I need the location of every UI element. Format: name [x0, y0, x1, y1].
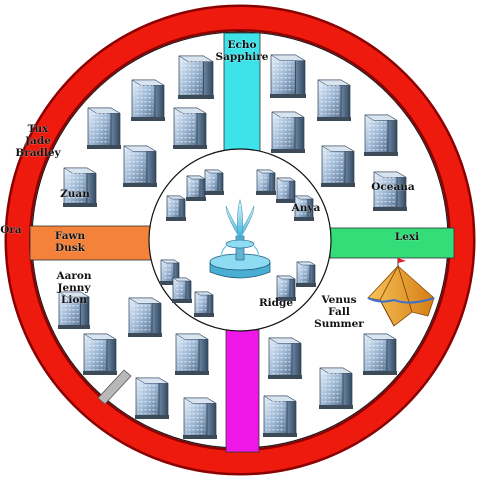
pipe-icon: [97, 369, 132, 405]
north-road-label: Echo Sapphire: [214, 39, 270, 63]
sw-name-2: Jenny: [57, 282, 91, 294]
office-building-icon: [172, 277, 192, 303]
office-building-icon: [294, 195, 314, 221]
east-district-label: Oceana: [368, 181, 418, 193]
se-name-1: Venus: [321, 294, 357, 306]
office-building-icon: [63, 167, 97, 207]
north-road: [223, 32, 261, 162]
plaza-se-label: Ridge: [256, 297, 296, 309]
west-district-name: Zuan: [60, 188, 90, 200]
south-road: [225, 329, 260, 453]
nw-name-1: Tux: [27, 123, 49, 135]
se-name-3: Summer: [314, 318, 364, 330]
office-building-icon: [363, 333, 397, 375]
office-building-icon: [263, 395, 297, 437]
west-road-label: Fawn Dusk: [50, 230, 90, 254]
plaza-ne-name: Anya: [291, 202, 321, 214]
circus-tent-icon: [367, 258, 435, 327]
office-building-icon: [160, 259, 180, 285]
office-building-icon: [128, 297, 162, 337]
west-road-name-2: Dusk: [55, 242, 85, 254]
office-building-icon: [204, 169, 224, 195]
fountain-icon: [209, 198, 271, 279]
nw-name-2: Jade: [25, 135, 51, 147]
office-building-icon: [373, 171, 407, 211]
se-group-label: Venus Fall Summer: [313, 294, 365, 330]
office-building-icon: [178, 55, 214, 99]
sw-name-1: Aaron: [56, 270, 92, 282]
office-building-icon: [317, 79, 351, 121]
plaza-se-name: Ridge: [258, 297, 294, 309]
office-building-icon: [131, 79, 165, 121]
office-building-icon: [175, 333, 209, 375]
office-building-icon: [268, 337, 302, 379]
east-road-name: Lexi: [394, 231, 420, 243]
office-building-icon: [319, 367, 353, 409]
office-building-icon: [58, 291, 90, 329]
nw-group-label: Tux Jade Bradley: [14, 123, 62, 159]
west-edge-label: Ora: [0, 224, 22, 236]
east-district-name: Oceana: [371, 181, 415, 193]
buildings-layer: [58, 54, 407, 439]
office-building-icon: [123, 145, 157, 187]
office-building-icon: [364, 114, 398, 156]
west-edge-name: Ora: [0, 224, 22, 236]
office-building-icon: [276, 275, 296, 301]
plaza-ne-label: Anya: [288, 202, 324, 214]
office-building-icon: [186, 175, 206, 201]
west-road-name-1: Fawn: [54, 230, 86, 242]
nw-name-3: Bradley: [15, 147, 61, 159]
office-building-icon: [296, 261, 316, 287]
office-building-icon: [166, 195, 186, 221]
outer-ring-road-fill: [7, 7, 473, 473]
office-building-icon: [270, 54, 306, 98]
se-name-2: Fall: [328, 306, 350, 318]
office-building-icon: [321, 145, 355, 187]
office-building-icon: [256, 169, 276, 195]
office-building-icon: [194, 291, 214, 317]
north-road-name-1: Echo: [227, 39, 257, 51]
office-building-icon: [183, 397, 217, 439]
office-building-icon: [83, 333, 117, 375]
sw-group-label: Aaron Jenny Lion: [52, 270, 96, 306]
east-road-label: Lexi: [392, 231, 422, 243]
west-district-label: Zuan: [57, 188, 93, 200]
office-building-icon: [87, 107, 121, 149]
west-road: [29, 225, 155, 261]
office-building-icon: [271, 111, 305, 153]
office-building-icon: [276, 177, 296, 203]
north-road-name-2: Sapphire: [215, 51, 269, 63]
office-building-icon: [135, 377, 169, 419]
office-building-icon: [173, 107, 207, 149]
sw-name-3: Lion: [60, 294, 87, 306]
